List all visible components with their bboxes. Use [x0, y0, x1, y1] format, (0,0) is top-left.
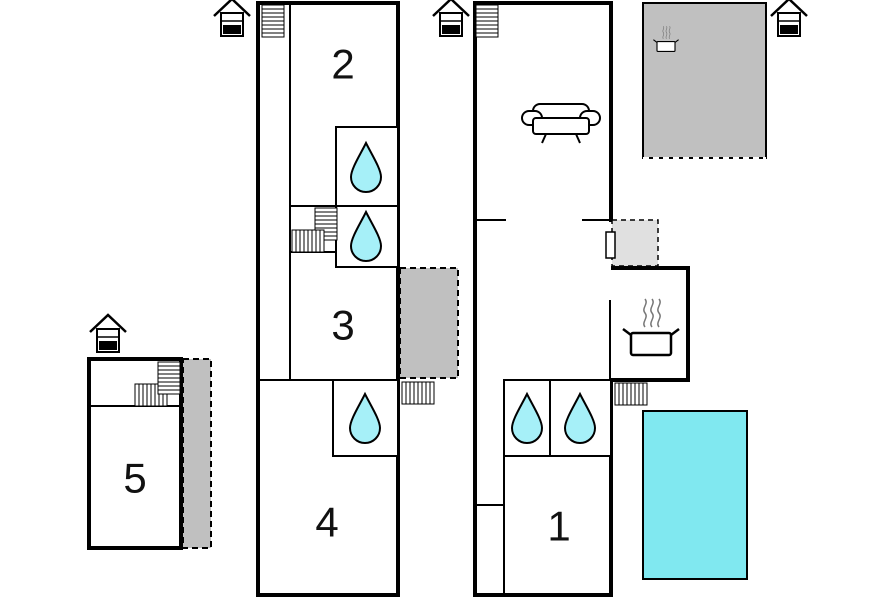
stairs-icon [291, 229, 325, 253]
swimming-pool [642, 410, 748, 580]
terrace [182, 358, 212, 549]
sofa-icon [521, 103, 601, 144]
radiator-icon [605, 231, 616, 259]
house-icon [431, 0, 471, 38]
house-icon [212, 0, 252, 38]
terrace [642, 2, 767, 159]
house-icon [769, 0, 809, 38]
terrace [611, 219, 659, 267]
terrace [399, 267, 459, 379]
stairs-icon [614, 382, 648, 406]
room-number-4: 4 [315, 499, 338, 546]
stairs-icon [157, 361, 181, 395]
room-number-2: 2 [331, 41, 354, 88]
house-icon [88, 313, 128, 354]
right-building [473, 1, 613, 597]
room-number-1: 1 [547, 503, 570, 550]
room-number-5: 5 [123, 455, 146, 502]
kitchen-annex [611, 266, 690, 382]
room-number-3: 3 [331, 302, 354, 349]
stairs-icon [261, 4, 285, 38]
stairs-icon [475, 4, 499, 38]
stairs-icon [401, 381, 435, 405]
